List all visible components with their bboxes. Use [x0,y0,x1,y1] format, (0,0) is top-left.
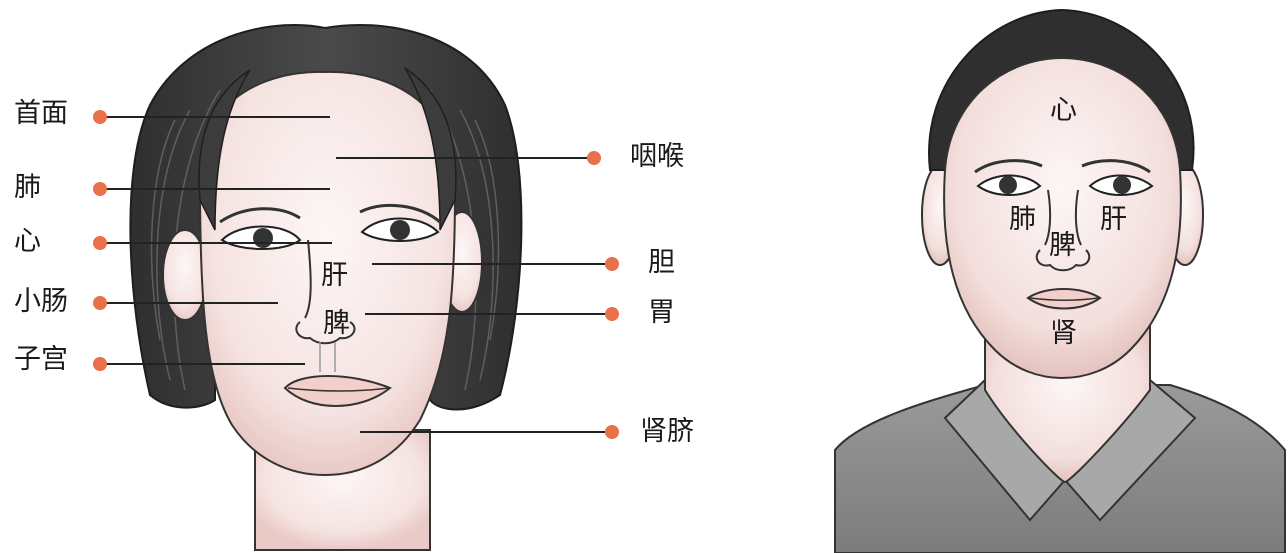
right-face-label-fei: 肺 [1009,206,1036,233]
dot-xin [93,236,107,250]
right-face-label-xin: 心 [1050,97,1077,124]
dot-shenqi [605,425,619,439]
right-face-label-shen: 肾 [1050,320,1077,347]
label-fei: 肺 [14,174,41,201]
dot-fei [93,182,107,196]
label-shenqi: 肾脐 [640,418,694,445]
label-wei: 胃 [648,299,675,326]
right-head-figure [835,10,1285,553]
dot-shoumian [93,110,107,124]
label-xiaochang: 小肠 [14,288,68,315]
dot-wei [605,307,619,321]
dot-yanhou [587,151,601,165]
left-face-label-gan: 肝 [321,262,348,289]
label-shoumian: 首面 [14,100,68,127]
label-zigong: 子宫 [14,346,68,373]
dot-dan [605,257,619,271]
right-face-label-gan: 肝 [1100,206,1127,233]
dot-zigong [93,357,107,371]
left-face-label-pi: 脾 [323,310,350,337]
label-xin: 心 [14,228,41,255]
dot-xiaochang [93,296,107,310]
right-face-label-pi: 脾 [1049,232,1076,259]
label-yanhou: 咽喉 [630,143,684,170]
label-dan: 胆 [648,249,675,276]
